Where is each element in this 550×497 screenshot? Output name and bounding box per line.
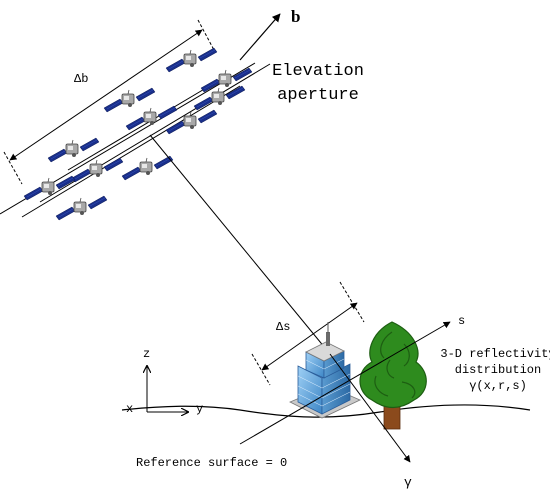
satellite-icon bbox=[71, 157, 124, 183]
building-icon bbox=[289, 322, 361, 419]
satellite-icon bbox=[125, 105, 178, 131]
elevation-aperture-label-line2: aperture bbox=[277, 86, 359, 105]
reflectivity-label-line3: γ(x,r,s) bbox=[469, 379, 527, 393]
delta-b-label: Δb bbox=[74, 72, 88, 86]
line-of-sight bbox=[149, 134, 331, 355]
satellite-icon bbox=[165, 47, 218, 73]
elevation-aperture-label-line1: Elevation bbox=[272, 62, 364, 81]
delta-s-dimension bbox=[251, 281, 365, 386]
x-axis-label: x bbox=[126, 402, 133, 416]
delta-s-label: Δs bbox=[276, 320, 290, 334]
gamma-axis-label: γ bbox=[404, 475, 412, 490]
satellite-icon bbox=[47, 137, 100, 163]
coordinate-system bbox=[147, 366, 188, 412]
delta-b-dimension bbox=[3, 19, 215, 185]
reference-surface-label: Reference surface = 0 bbox=[136, 456, 287, 470]
y-axis-label: y bbox=[196, 402, 203, 416]
satellite-icon bbox=[121, 155, 174, 181]
b-axis-arrow bbox=[239, 13, 281, 61]
satellite-icon bbox=[193, 85, 246, 111]
satellite-icon bbox=[55, 195, 108, 221]
z-axis-label: z bbox=[143, 347, 150, 361]
b-axis-label: b bbox=[291, 7, 300, 26]
reflectivity-label-line2: distribution bbox=[455, 363, 541, 377]
elevation-orbit-lines bbox=[0, 62, 271, 218]
gamma-axis-arrow bbox=[329, 353, 411, 463]
s-axis-label: s bbox=[458, 314, 465, 328]
satellite-icon bbox=[200, 67, 253, 93]
tree-icon bbox=[359, 321, 427, 430]
s-axis-arrow bbox=[239, 321, 451, 445]
reflectivity-label-line1: 3-D reflectivity bbox=[440, 347, 550, 361]
